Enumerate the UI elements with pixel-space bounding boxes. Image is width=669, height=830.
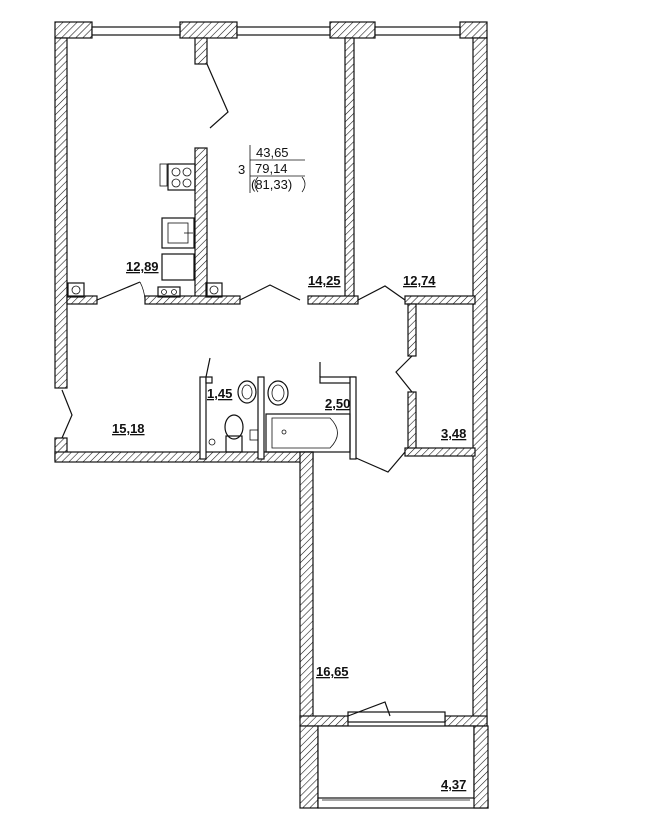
- kitchen-sink-icon: [161, 217, 195, 249]
- bathroom-area: 2,50: [325, 396, 350, 411]
- fixtures: [67, 163, 351, 453]
- summary-total-area: 79,14: [255, 161, 288, 176]
- fridge-icon: [161, 253, 195, 281]
- summary-rooms: 3: [238, 162, 245, 177]
- room-1-area: 14,25: [308, 273, 341, 288]
- summary-living-area: 43,65: [256, 145, 289, 160]
- apartment-summary: 3 43,65 79,14 (81,33): [238, 145, 306, 193]
- wc-washbasin-icon: [237, 380, 257, 404]
- bath-washbasin-icon: [267, 380, 289, 406]
- riser-icon: [67, 282, 85, 298]
- interior-walls: [66, 37, 476, 460]
- kitchen-area: 12,89: [126, 259, 159, 274]
- hall-area: 15,18: [112, 421, 145, 436]
- toilet-icon: [208, 414, 244, 453]
- room-2-area: 12,74: [403, 273, 436, 288]
- doors: [61, 63, 413, 717]
- summary-area-with-balcony: (81,33): [251, 177, 292, 192]
- stove-icon: [159, 163, 196, 191]
- balcony-area: 4,37: [441, 777, 466, 792]
- room-labels: 12,89 14,25 12,74 15,18 1,45 2,50 3,48 1…: [112, 259, 466, 792]
- outer-walls: [54, 21, 489, 809]
- bathtub-icon: [249, 413, 351, 453]
- corridor-area: 3,48: [441, 426, 466, 441]
- room-3-area: 16,65: [316, 664, 349, 679]
- wc-area: 1,45: [207, 386, 232, 401]
